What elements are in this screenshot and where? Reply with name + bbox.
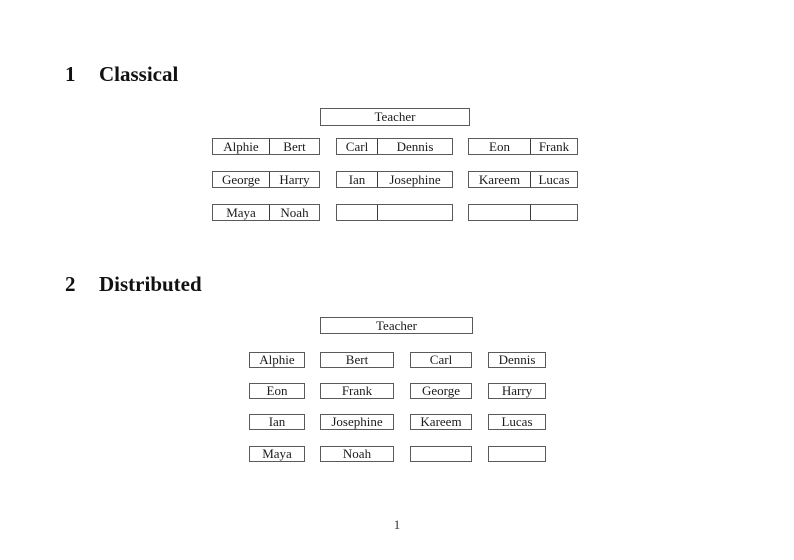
seat: Eon bbox=[489, 139, 510, 154]
distributed-seat-r4c2: Noah bbox=[320, 446, 394, 462]
distributed-seat-r1c1: Alphie bbox=[249, 352, 305, 368]
classical-desk-r1c2: Carl Dennis bbox=[336, 138, 453, 155]
section-number: 1 bbox=[65, 62, 76, 86]
distributed-seat-r4c1: Maya bbox=[249, 446, 305, 462]
section-heading-classical: 1 Classical bbox=[65, 62, 178, 87]
distributed-seat-r3c2: Josephine bbox=[320, 414, 394, 430]
classical-desk-r1c1: Alphie Bert bbox=[212, 138, 320, 155]
seat: Lucas bbox=[530, 172, 577, 187]
seat: Josephine bbox=[377, 172, 452, 187]
distributed-seat-r2c2: Frank bbox=[320, 383, 394, 399]
section-number: 2 bbox=[65, 272, 76, 296]
distributed-seat-r4c4 bbox=[488, 446, 546, 462]
distributed-seat-r1c2: Bert bbox=[320, 352, 394, 368]
seat: Maya bbox=[226, 205, 256, 220]
distributed-seat-r2c4: Harry bbox=[488, 383, 546, 399]
section-heading-distributed: 2 Distributed bbox=[65, 272, 202, 297]
distributed-seat-r3c3: Kareem bbox=[410, 414, 472, 430]
classical-desk-r2c1: George Harry bbox=[212, 171, 320, 188]
distributed-seat-r3c4: Lucas bbox=[488, 414, 546, 430]
seat: Bert bbox=[269, 139, 319, 154]
classical-desk-r3c1: Maya Noah bbox=[212, 204, 320, 221]
classical-desk-r3c3 bbox=[468, 204, 578, 221]
distributed-teacher-box: Teacher bbox=[320, 317, 473, 334]
distributed-seat-r1c3: Carl bbox=[410, 352, 472, 368]
seat bbox=[469, 205, 530, 220]
seat: Frank bbox=[530, 139, 577, 154]
classical-desk-r2c2: Ian Josephine bbox=[336, 171, 453, 188]
seat bbox=[530, 205, 577, 220]
section-title: Classical bbox=[99, 62, 179, 86]
seat: Ian bbox=[348, 172, 366, 187]
seat: George bbox=[221, 172, 261, 187]
seat: Carl bbox=[345, 139, 369, 154]
distributed-seat-r2c1: Eon bbox=[249, 383, 305, 399]
distributed-seat-r4c3 bbox=[410, 446, 472, 462]
seat: Dennis bbox=[377, 139, 452, 154]
distributed-seat-r3c1: Ian bbox=[249, 414, 305, 430]
classical-desk-r2c3: Kareem Lucas bbox=[468, 171, 578, 188]
classical-desk-r1c3: Eon Frank bbox=[468, 138, 578, 155]
section-title: Distributed bbox=[99, 272, 202, 296]
seat bbox=[377, 205, 452, 220]
seat: Noah bbox=[269, 205, 319, 220]
distributed-seat-r1c4: Dennis bbox=[488, 352, 546, 368]
distributed-seat-r2c3: George bbox=[410, 383, 472, 399]
seat bbox=[337, 205, 377, 220]
seat: Kareem bbox=[478, 172, 521, 187]
page-number: 1 bbox=[393, 517, 401, 532]
seat: Alphie bbox=[223, 139, 259, 154]
classical-teacher-box: Teacher bbox=[320, 108, 470, 126]
seat: Harry bbox=[269, 172, 319, 187]
classical-desk-r3c2 bbox=[336, 204, 453, 221]
